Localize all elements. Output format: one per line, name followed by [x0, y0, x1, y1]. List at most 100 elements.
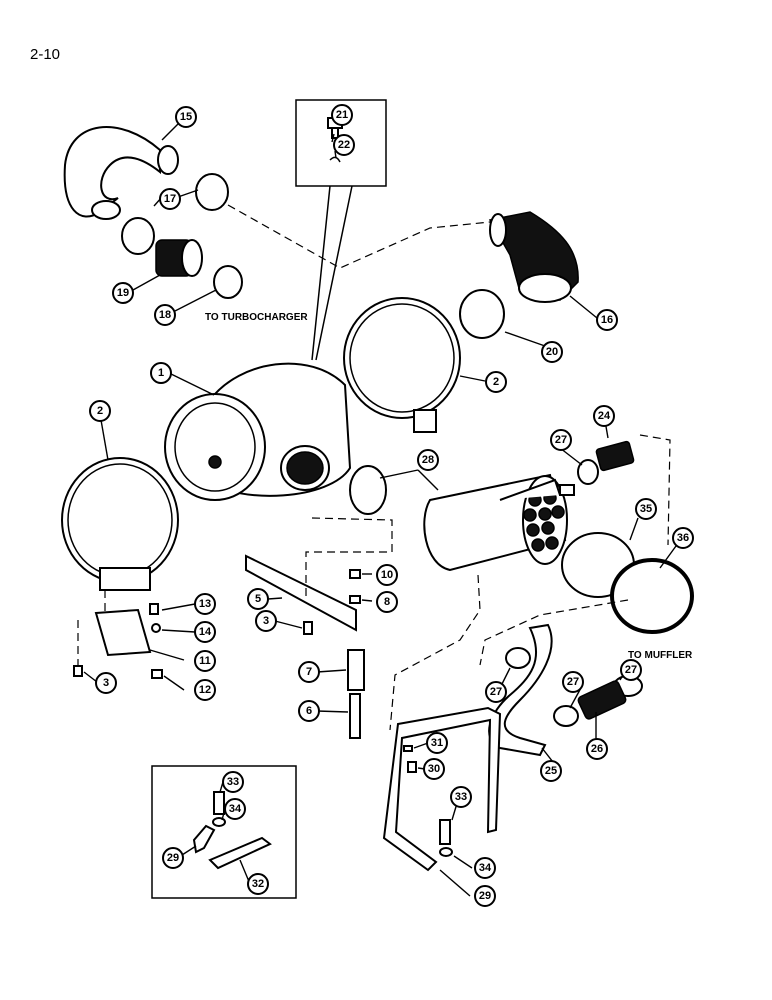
svg-text:31: 31 — [431, 737, 443, 749]
callout-34-inset: 34 — [224, 798, 246, 820]
callout-2-right: 2 — [485, 371, 507, 393]
svg-text:2: 2 — [493, 376, 499, 388]
svg-text:14: 14 — [199, 626, 212, 638]
svg-text:6: 6 — [306, 705, 312, 717]
mounting-band-2-left — [61, 457, 179, 591]
nut-10 — [349, 569, 361, 579]
svg-text:22: 22 — [338, 139, 350, 151]
svg-text:27: 27 — [625, 664, 637, 676]
nut-12 — [151, 669, 163, 679]
svg-text:12: 12 — [199, 684, 211, 696]
screw-3a — [73, 665, 83, 677]
clip-part-22 — [329, 156, 341, 163]
callout-29-inset: 29 — [162, 847, 184, 869]
svg-text:3: 3 — [263, 615, 269, 627]
svg-text:16: 16 — [601, 314, 613, 326]
hose-clamp-27d — [553, 705, 579, 727]
svg-text:27: 27 — [567, 676, 579, 688]
hose-clamp-28 — [349, 465, 387, 515]
svg-text:29: 29 — [479, 890, 491, 902]
bolt-13 — [149, 603, 159, 615]
svg-text:33: 33 — [227, 776, 239, 788]
tube-26 — [577, 680, 627, 720]
hose-clamp-17b — [121, 217, 155, 255]
svg-text:1: 1 — [158, 367, 164, 379]
svg-text:36: 36 — [677, 532, 689, 544]
callout-29: 29 — [474, 885, 496, 907]
callout-24: 24 — [593, 405, 615, 427]
elbow-hose-16 — [488, 211, 579, 303]
callout-10: 10 — [376, 564, 398, 586]
bolt-33b — [439, 819, 451, 845]
callout-33: 33 — [450, 786, 472, 808]
callout-34: 34 — [474, 857, 496, 879]
bolt-33a — [213, 791, 225, 815]
svg-text:24: 24 — [598, 410, 611, 422]
tube-24 — [595, 440, 635, 472]
spacer-7 — [347, 649, 365, 691]
coupling-19 — [155, 239, 203, 277]
callout-33-inset: 33 — [222, 771, 244, 793]
svg-text:26: 26 — [591, 743, 603, 755]
callout-2-left: 2 — [89, 400, 111, 422]
callout-6: 6 — [298, 700, 320, 722]
svg-text:30: 30 — [428, 763, 440, 775]
dashed-link-bracket — [305, 517, 393, 600]
callout-35: 35 — [635, 498, 657, 520]
callout-25: 25 — [540, 760, 562, 782]
bolt-30 — [407, 761, 417, 773]
svg-text:34: 34 — [229, 803, 242, 815]
svg-text:25: 25 — [545, 765, 557, 777]
dashed-link-muffler — [479, 599, 629, 666]
hose-clamp-17a — [195, 173, 229, 211]
callout-14: 14 — [194, 621, 216, 643]
callout-18: 18 — [154, 304, 176, 326]
screw-3b — [303, 621, 313, 635]
callout-11: 11 — [194, 650, 216, 672]
washer-34b — [439, 847, 453, 857]
svg-text:3: 3 — [103, 677, 109, 689]
svg-text:33: 33 — [455, 791, 467, 803]
callout-32: 32 — [247, 873, 269, 895]
callout-26: 26 — [586, 738, 608, 760]
hose-clamp-27b — [505, 647, 531, 669]
callout-36: 36 — [672, 527, 694, 549]
precleaner-body — [423, 473, 575, 572]
seal-ring-36 — [610, 558, 694, 634]
support-bracket-29 — [382, 706, 502, 872]
svg-text:32: 32 — [252, 878, 264, 890]
callout-21: 21 — [331, 104, 353, 126]
callout-20: 20 — [541, 341, 563, 363]
callout-30: 30 — [423, 758, 445, 780]
svg-text:34: 34 — [479, 862, 492, 874]
svg-text:15: 15 — [180, 111, 192, 123]
svg-text:18: 18 — [159, 309, 171, 321]
svg-text:19: 19 — [117, 287, 129, 299]
inset-box-top — [295, 99, 387, 187]
svg-text:28: 28 — [422, 454, 434, 466]
svg-text:17: 17 — [164, 193, 176, 205]
washer-14 — [151, 623, 161, 633]
callout-5: 5 — [247, 588, 269, 610]
plate-32 — [208, 836, 272, 870]
callout-1: 1 — [150, 362, 172, 384]
label-to-turbocharger: TO TURBOCHARGER — [205, 312, 308, 323]
dashed-link-left — [77, 590, 106, 666]
elbow-hose-15-end-b — [91, 200, 121, 220]
washer-34a — [212, 817, 226, 827]
inset-pointer — [311, 185, 353, 361]
callout-27a: 27 — [550, 429, 572, 451]
inset-box-bottom — [151, 765, 297, 899]
hose-clamp-18 — [213, 265, 243, 299]
svg-text:8: 8 — [384, 596, 390, 608]
svg-text:2: 2 — [97, 405, 103, 417]
air-cleaner-housing-1 — [164, 362, 352, 501]
callout-27b: 27 — [620, 659, 642, 681]
svg-text:21: 21 — [336, 109, 348, 121]
svg-text:35: 35 — [640, 503, 652, 515]
callout-15: 15 — [175, 106, 197, 128]
svg-text:27: 27 — [555, 434, 567, 446]
mounting-band-2-right — [343, 297, 461, 433]
dashed-link-right — [389, 434, 671, 731]
